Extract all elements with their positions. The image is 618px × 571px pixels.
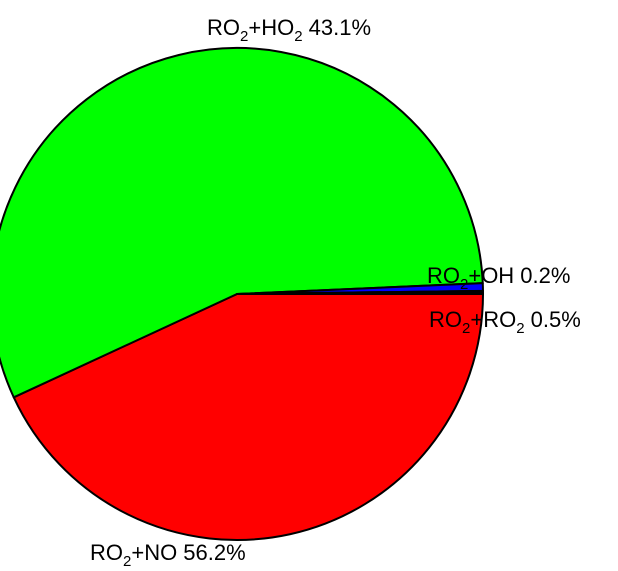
label-ro2-no: RO2+NO 56.2% <box>90 540 246 570</box>
label-ro2-ho2: RO2+HO2 43.1% <box>207 15 371 45</box>
pie-slices <box>0 46 484 541</box>
slice-ro2-ho2 <box>12 293 484 541</box>
slice-ro2-no <box>0 46 484 399</box>
slice-ro2-oh <box>236 289 484 295</box>
label-ro2-oh: RO2+OH 0.2% <box>427 263 570 293</box>
pie-labels: RO2+HO2 43.1% RO2+NO 56.2% RO2+RO2 0.5% RO2… <box>90 15 581 570</box>
label-ro2-ro2: RO2+RO2 0.5% <box>429 307 581 337</box>
